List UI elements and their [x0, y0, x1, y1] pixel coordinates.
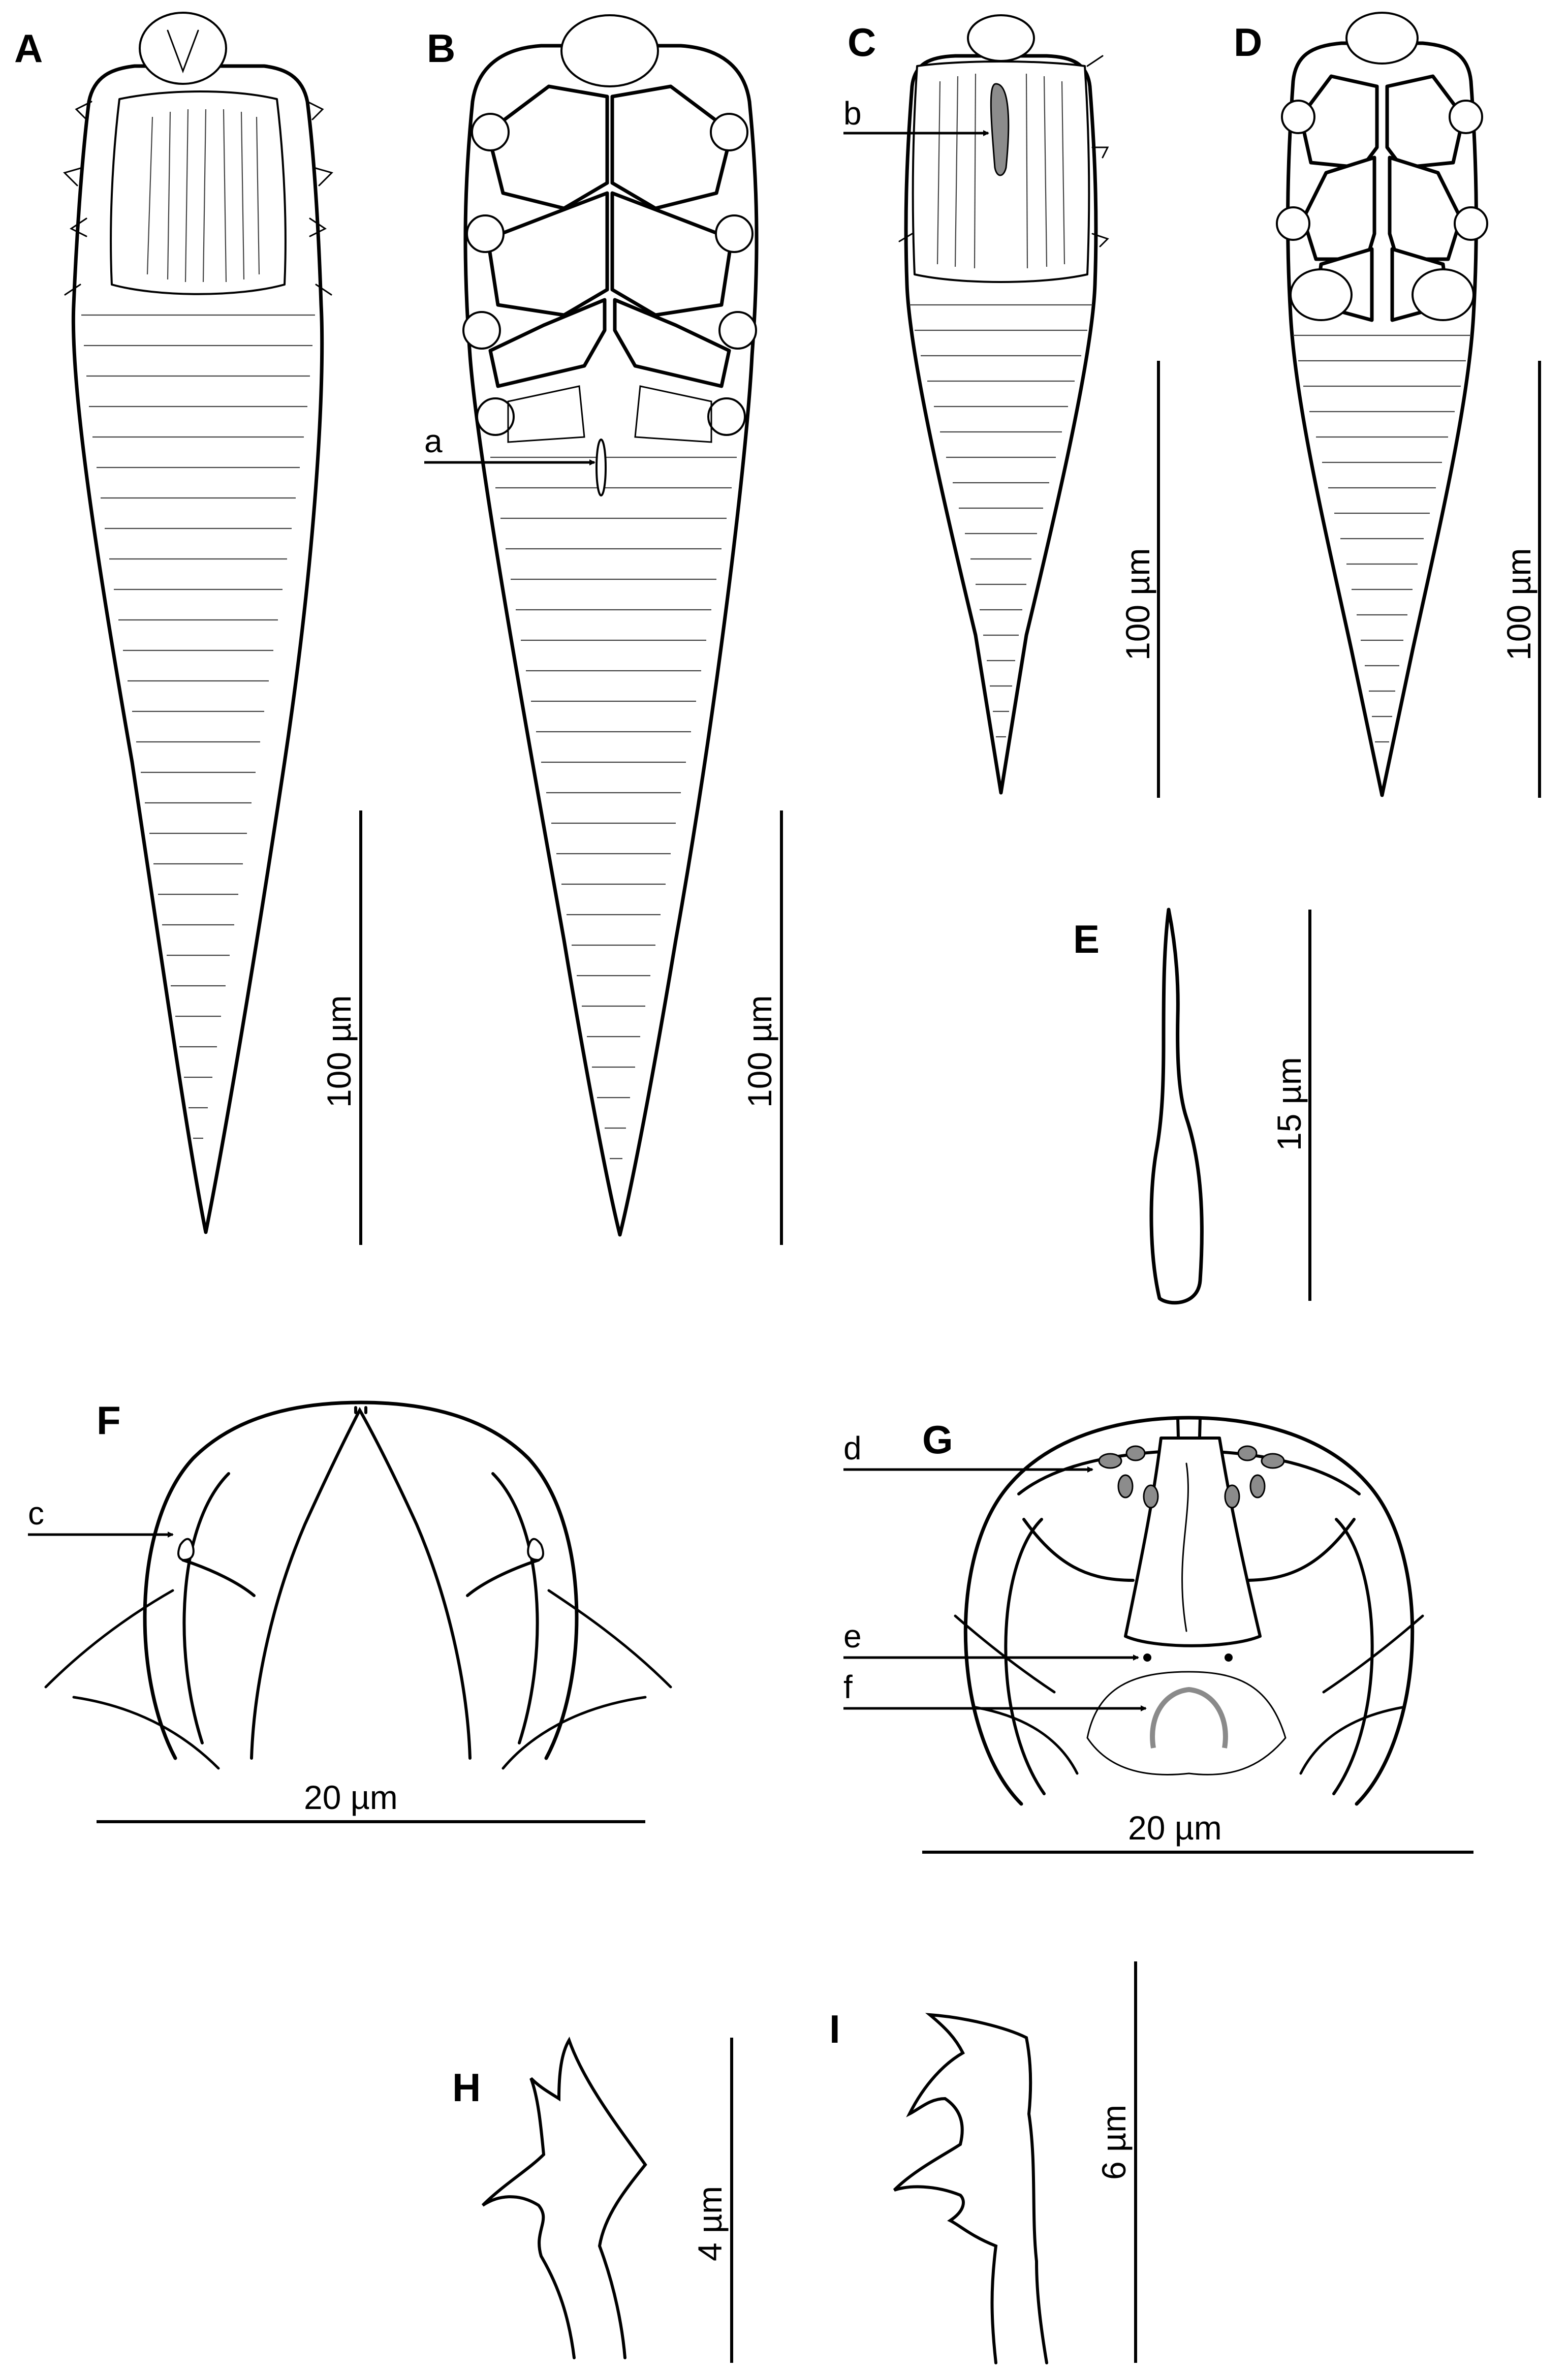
shield-striae-a — [146, 109, 260, 283]
empodium-i — [893, 2013, 1048, 2364]
capitulum-outline-f — [143, 1400, 579, 1760]
leg-curves-f — [72, 1696, 647, 1770]
pore-right-g — [1225, 1653, 1233, 1662]
scale-label-b: 100 µm — [741, 995, 778, 1108]
inner-arcs-f — [182, 1472, 539, 1744]
small-seta-right-f — [527, 1538, 544, 1561]
scale-label-i: 6 µm — [1095, 2105, 1133, 2180]
panel-e: E 15 µm — [1073, 908, 1311, 1305]
panel-label-a: A — [14, 26, 43, 71]
panel-label-e: E — [1073, 917, 1100, 961]
grey-ring-g — [1150, 1687, 1228, 1749]
inner-arcs-g — [1004, 1518, 1374, 1795]
small-seta-left-f — [177, 1538, 195, 1561]
legs-a — [63, 101, 333, 296]
panel-label-b: B — [427, 26, 455, 71]
pore-left-g — [1143, 1653, 1151, 1662]
scale-label-a: 100 µm — [320, 995, 358, 1108]
grey-structure-c — [990, 83, 1010, 176]
capitulum-outline-g — [963, 1416, 1415, 1806]
panel-f: F c 20 µm — [28, 1398, 672, 1823]
shield-striae-c — [936, 73, 1065, 269]
leg-lines-f — [44, 1589, 672, 1689]
panel-label-i: I — [829, 2007, 840, 2051]
callout-label-e: e — [843, 1618, 862, 1655]
callout-label-d: d — [843, 1430, 862, 1466]
oral-region-g — [1086, 1671, 1287, 1775]
palp-lobes-g — [1022, 1518, 1356, 1582]
callout-label-b: b — [843, 95, 862, 132]
seta-e — [1149, 908, 1204, 1305]
tip-notch-f — [354, 1406, 367, 1414]
scale-label-g: 20 µm — [1128, 1809, 1222, 1847]
panel-label-f: F — [97, 1398, 121, 1443]
scale-label-h: 4 µm — [691, 2186, 729, 2261]
panel-g: G d e f 20 µm — [843, 1416, 1473, 1854]
coxal-plates-b — [462, 84, 757, 443]
opisthosoma-striae-b — [490, 456, 737, 1160]
scale-label-d: 100 µm — [1500, 548, 1538, 661]
coxal-plates-d — [1276, 74, 1488, 322]
legs-c — [898, 55, 1109, 247]
solenidia-g — [1098, 1445, 1285, 1509]
panel-a: A — [14, 12, 362, 1245]
panel-b: B — [424, 14, 783, 1245]
gnathosoma-b — [560, 14, 659, 87]
callout-label-f: f — [843, 1669, 853, 1705]
leg-curves-g — [974, 1706, 1404, 1775]
opisthosoma-striae-a — [81, 314, 315, 1139]
opisthosoma-striae-c — [910, 304, 1092, 738]
scale-label-f: 20 µm — [304, 1778, 398, 1816]
scale-label-c: 100 µm — [1119, 548, 1156, 661]
gnathosoma-detail-a — [167, 29, 199, 74]
panel-c: C b 100 µm — [843, 14, 1160, 798]
panel-label-g: G — [922, 1417, 953, 1462]
central-plate-g — [1124, 1437, 1262, 1647]
gnathosoma-d — [1345, 12, 1419, 65]
panel-label-d: D — [1234, 20, 1262, 65]
callout-label-c: c — [28, 1495, 44, 1532]
panel-i: I 6 µm — [829, 1961, 1137, 2364]
panel-d: D 100 µm — [1234, 12, 1541, 798]
leg-lines-g — [954, 1614, 1424, 1694]
plate-ridge-g — [1181, 1462, 1189, 1632]
body-outline-a — [71, 64, 324, 1234]
side-ridges-f — [181, 1558, 540, 1597]
central-plate-f — [250, 1407, 472, 1760]
panel-h: H 4 µm — [452, 2036, 733, 2363]
genital-opening-b — [595, 439, 607, 496]
opisthosoma-striae-d — [1293, 334, 1471, 743]
gnathosoma-a — [139, 12, 227, 85]
panel-label-h: H — [452, 2065, 481, 2110]
panel-label-c: C — [848, 20, 876, 65]
callout-label-a: a — [424, 423, 443, 459]
gnathosoma-c — [967, 14, 1035, 62]
empodium-h — [481, 2036, 647, 2359]
scale-label-e: 15 µm — [1270, 1057, 1308, 1151]
